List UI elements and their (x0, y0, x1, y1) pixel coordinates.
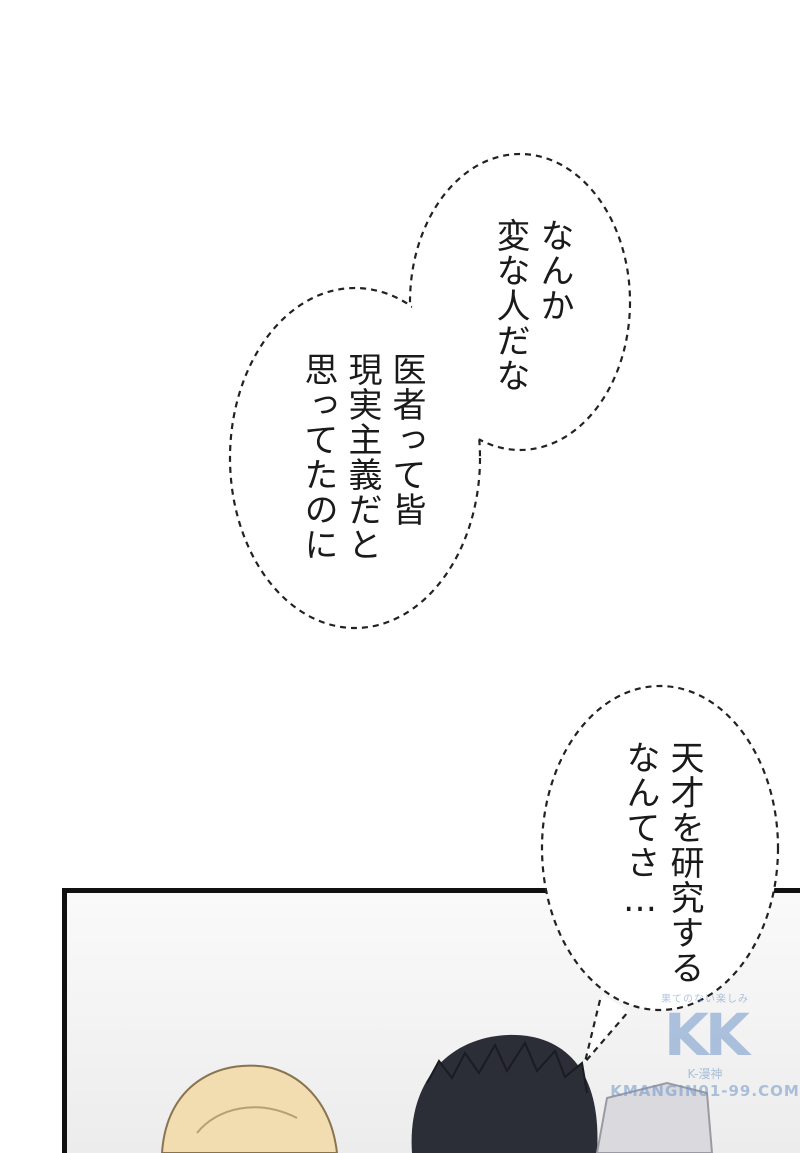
watermark-sub: K-漫神 (687, 1067, 723, 1081)
speech-text-first: なんか 変な人だな (488, 218, 576, 393)
speech-line: 医者って皆 (386, 352, 426, 527)
speech-text-third: 天才を研究する なんてさ… (618, 740, 706, 985)
speech-line: なんてさ… (620, 740, 660, 921)
watermark-url: KMANGIN01-99.COM (610, 1082, 800, 1100)
watermark-tagline: 果てのない楽しみ (661, 994, 749, 1005)
watermark-logo: KK (664, 1001, 750, 1069)
speech-line: 天才を研究する (664, 740, 704, 985)
speech-line: 現実主義だと (342, 352, 382, 562)
dark-hair-spikes (426, 1040, 588, 1094)
speech-text-second: 医者って皆 現実主義だと 思ってたのに (296, 352, 428, 562)
watermark: 果てのない楽しみ KK K-漫神 KMANGIN01-99.COM (610, 990, 800, 1111)
speech-bubbles-layer (228, 152, 780, 1063)
speech-line: なんか (534, 218, 574, 323)
speech-line: 変な人だな (490, 218, 530, 393)
speech-line: 思ってたのに (298, 352, 338, 562)
